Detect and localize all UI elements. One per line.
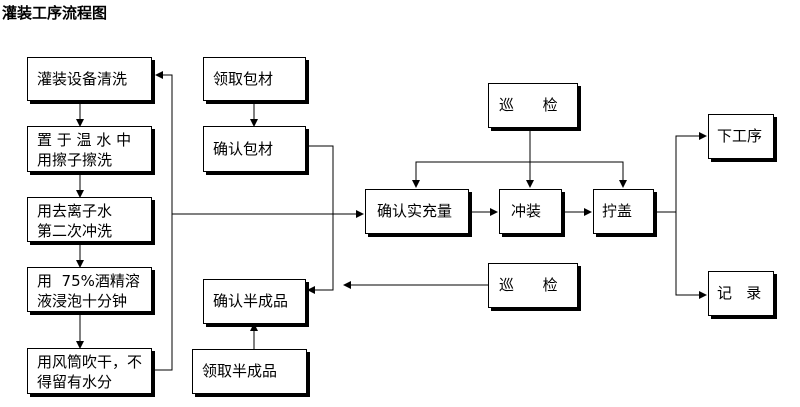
arrow-dry-loop-back <box>154 71 173 371</box>
arrow-patrol-to-quantity <box>412 161 530 188</box>
node-clean-equipment: 灌装设备清洗 <box>27 57 152 101</box>
node-capping: 拧盖 <box>593 189 654 234</box>
node-alcohol: 用 75%酒精溶 液浸泡十分钟 <box>27 267 152 312</box>
node-patrol-top: 巡 检 <box>488 83 578 128</box>
node-deionized: 用去离子水 第二次冲洗 <box>27 197 152 242</box>
node-warm-water: 置 于 温 水 中 用擦子擦洗 <box>27 126 152 172</box>
node-confirm-semi: 确认半成品 <box>203 279 306 324</box>
node-patrol-bottom: 巡 检 <box>488 263 578 308</box>
node-confirm-packaging: 确认包材 <box>203 126 306 172</box>
arrow-to-next-process <box>675 132 707 212</box>
node-record: 记 录 <box>708 271 774 316</box>
line-packaging-to-main <box>306 145 334 214</box>
node-filling: 冲装 <box>499 189 562 234</box>
arrow-main-to-semi <box>307 214 334 294</box>
node-get-semi: 领取半成品 <box>192 349 307 394</box>
node-next-process: 下工序 <box>708 114 774 159</box>
page-title: 灌装工序流程图 <box>2 4 108 22</box>
node-confirm-quantity: 确认实充量 <box>365 189 469 234</box>
arrow-patrol-to-capping <box>530 161 627 188</box>
node-air-dry: 用风筒吹干，不 得留有水分 <box>27 348 152 394</box>
node-get-packaging: 领取包材 <box>203 57 306 101</box>
arrow-to-record <box>675 212 707 299</box>
